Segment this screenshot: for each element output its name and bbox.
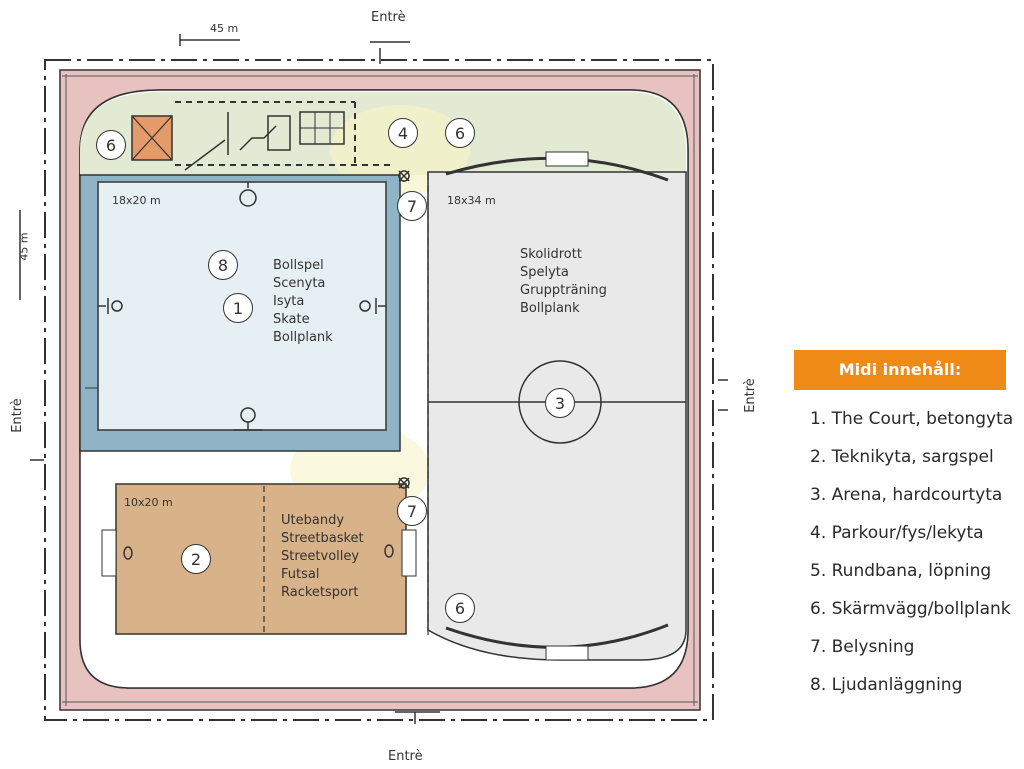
legend-item: 7. Belysning — [810, 637, 915, 657]
technique-number-marker: 2 — [181, 544, 211, 574]
parkour-marker: 4 — [388, 118, 418, 148]
court-activity: Skate — [273, 312, 310, 327]
legend-item: 6. Skärmvägg/bollplank — [810, 599, 1011, 619]
arena-activity: Skolidrott — [520, 247, 582, 262]
arena-activity: Gruppträning — [520, 283, 607, 298]
legend-item: 5. Rundbana, löpning — [810, 561, 992, 581]
technique-size-label: 10x20 m — [124, 496, 173, 509]
legend: Midi innehåll: 1. The Court, betongyta 2… — [794, 350, 1014, 704]
site-plan-drawing — [19, 34, 728, 724]
dimension-top-label: 45 m — [210, 22, 239, 35]
court-activity: Isyta — [273, 294, 305, 309]
entrance-top-label: Entrè — [371, 10, 406, 25]
screen-wall-marker: 6 — [445, 593, 475, 623]
entrance-bottom-label: Entrè — [388, 749, 423, 764]
lighting-marker: 7 — [397, 496, 427, 526]
site-boundary — [44, 59, 714, 721]
legend-item: 2. Teknikyta, sargspel — [810, 447, 994, 467]
court-size-label: 18x20 m — [112, 194, 161, 207]
lighting-marker: 7 — [397, 191, 427, 221]
entrance-left-label: Entrè — [9, 398, 25, 433]
court-activity: Bollplank — [273, 330, 333, 345]
technique-activity: Futsal — [281, 567, 320, 582]
technique-activity: Streetvolley — [281, 549, 360, 564]
technique-activity: Racketsport — [281, 585, 359, 600]
legend-item: 1. The Court, betongyta — [810, 409, 1014, 429]
sound-system-marker: 8 — [208, 250, 238, 280]
legend-title: Midi innehåll: — [794, 350, 1006, 390]
arena-number-marker: 3 — [545, 388, 575, 418]
court-activity-list: Bollspel Scenyta Isyta Skate Bollplank — [273, 257, 333, 347]
technique-zone — [115, 483, 407, 635]
technique-activity: Streetbasket — [281, 531, 364, 546]
arena-size-label: 18x34 m — [447, 194, 496, 207]
dimension-left-label: 45 m — [17, 232, 31, 261]
legend-list: 1. The Court, betongyta 2. Teknikyta, sa… — [794, 390, 1014, 704]
arena-activity: Spelyta — [520, 265, 569, 280]
court-activity: Bollspel — [273, 258, 324, 273]
legend-item: 8. Ljudanläggning — [810, 675, 963, 695]
legend-item: 4. Parkour/fys/lekyta — [810, 523, 984, 543]
arena-activity-list: Skolidrott Spelyta Gruppträning Bollplan… — [520, 246, 607, 318]
screen-wall-marker: 6 — [96, 130, 126, 160]
court-number-marker: 1 — [223, 293, 253, 323]
technique-activity: Utebandy — [281, 513, 345, 528]
legend-item: 3. Arena, hardcourtyta — [810, 485, 1003, 505]
entrance-right-label: Entrè — [742, 378, 758, 413]
court-activity: Scenyta — [273, 276, 326, 291]
technique-activity-list: Utebandy Streetbasket Streetvolley Futsa… — [281, 512, 364, 602]
screen-wall-marker: 6 — [445, 118, 475, 148]
arena-activity: Bollplank — [520, 301, 580, 316]
